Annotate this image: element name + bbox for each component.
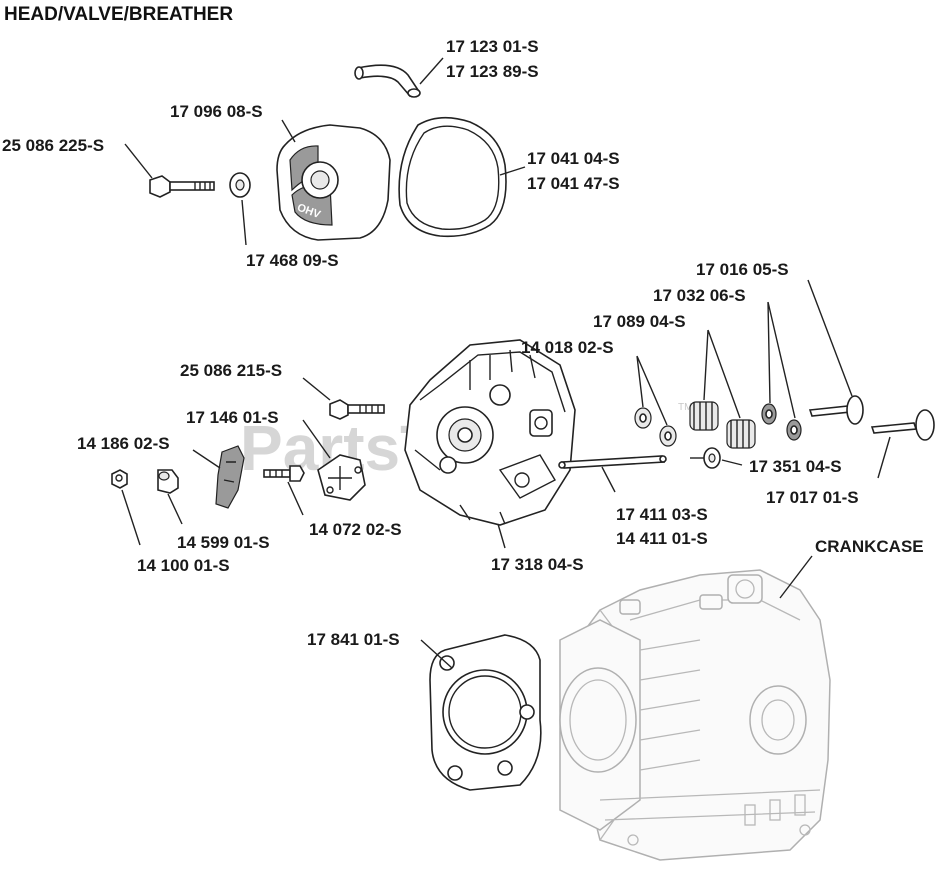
label-tube-1: 17 123 01-S	[446, 37, 539, 56]
label-gasket-1: 17 041 04-S	[527, 149, 620, 168]
label-crankcase: CRANKCASE	[815, 537, 924, 556]
label-gasket-2: 17 041 47-S	[527, 174, 620, 193]
part-labels: 17 123 01-S 17 123 89-S 17 096 08-S 25 0…	[2, 37, 924, 649]
washer-drawing	[229, 172, 251, 198]
spring-caps-drawing	[761, 403, 802, 441]
cover-gasket-drawing	[398, 116, 507, 238]
pivot-drawing	[157, 469, 179, 494]
label-pivot: 14 599 01-S	[177, 533, 270, 552]
label-cylinder-head: 17 318 04-S	[491, 555, 584, 574]
crankcase-drawing	[559, 569, 831, 861]
head-gasket-drawing	[429, 634, 542, 791]
label-retainer: 14 018 02-S	[521, 338, 614, 357]
guide-plate-drawing	[317, 454, 366, 501]
valve-springs-drawing	[689, 401, 756, 449]
rocker-stud-drawing	[263, 465, 305, 482]
label-tube-2: 17 123 89-S	[446, 62, 539, 81]
label-cover: 17 096 08-S	[170, 102, 263, 121]
label-rocker-arm: 14 186 02-S	[77, 434, 170, 453]
label-head-gasket: 17 841 01-S	[307, 630, 400, 649]
head-bolt-drawing	[329, 399, 385, 420]
breather-tube-drawing	[354, 64, 421, 98]
valve-seal-drawing	[690, 447, 721, 469]
nut-drawing	[111, 469, 128, 489]
label-spring: 17 089 04-S	[593, 312, 686, 331]
label-rocker-stud: 17 146 01-S	[186, 408, 279, 427]
push-rod-drawing	[558, 455, 667, 469]
label-washer: 17 468 09-S	[246, 251, 339, 270]
valves-drawing	[808, 395, 935, 441]
label-valve-retainer-top: 17 016 05-S	[696, 260, 789, 279]
valve-retainers-drawing	[634, 407, 677, 447]
label-valve: 17 017 01-S	[766, 488, 859, 507]
leader-lines	[121, 57, 891, 669]
label-spring-cap: 17 032 06-S	[653, 286, 746, 305]
label-guide-plate: 14 072 02-S	[309, 520, 402, 539]
label-cover-bolt: 25 086 225-S	[2, 136, 104, 155]
label-push-rod-1: 17 411 03-S	[616, 505, 708, 524]
rocker-arm-drawing	[215, 445, 245, 509]
cylinder-head-drawing	[404, 339, 576, 526]
label-push-rod-2: 14 411 01-S	[616, 529, 708, 548]
watermark-trademark: TM	[678, 402, 692, 413]
label-head-bolt: 25 086 215-S	[180, 361, 282, 380]
diagram-title: HEAD/VALVE/BREATHER	[4, 4, 233, 25]
label-valve-seal: 17 351 04-S	[749, 457, 842, 476]
valve-cover-drawing: OHV	[276, 124, 391, 241]
cover-bolt-drawing	[149, 175, 215, 198]
label-nut: 14 100 01-S	[137, 556, 230, 575]
